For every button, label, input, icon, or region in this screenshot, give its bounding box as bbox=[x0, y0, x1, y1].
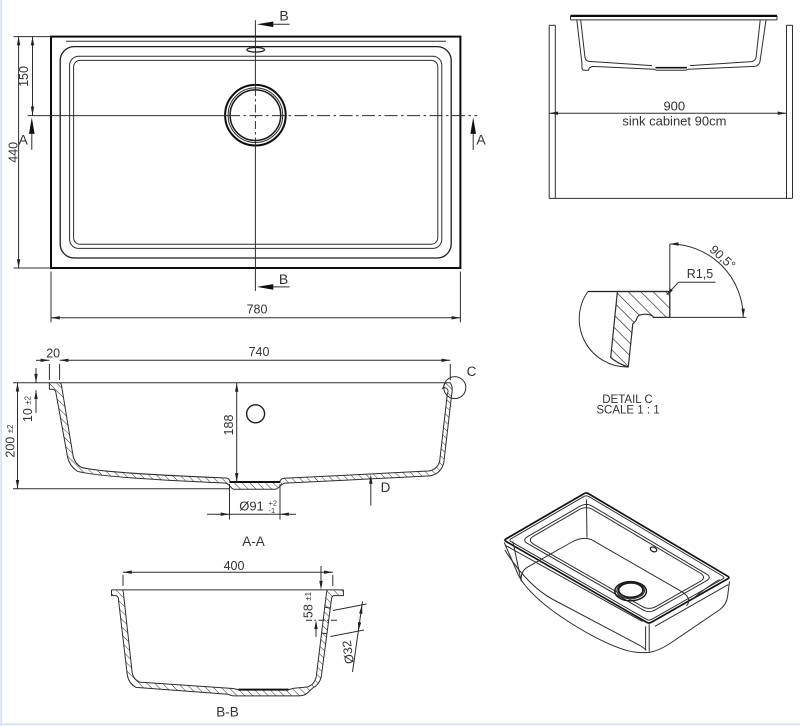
svg-text:R1,5: R1,5 bbox=[687, 267, 713, 281]
svg-text:A: A bbox=[476, 132, 486, 148]
svg-text:B: B bbox=[279, 271, 288, 287]
svg-text:440: 440 bbox=[6, 142, 20, 163]
svg-text:400: 400 bbox=[224, 559, 245, 573]
svg-text:200 ±2: 200 ±2 bbox=[3, 424, 17, 458]
svg-text:DETAIL C: DETAIL C bbox=[602, 394, 652, 406]
svg-text:SCALE 1 : 1: SCALE 1 : 1 bbox=[596, 404, 659, 416]
svg-text:+2: +2 bbox=[269, 498, 278, 507]
svg-text:740: 740 bbox=[249, 345, 270, 359]
svg-text:Ø91: Ø91 bbox=[239, 498, 264, 513]
svg-text:Ø32: Ø32 bbox=[340, 639, 357, 664]
svg-text:B-B: B-B bbox=[216, 705, 239, 720]
svg-text:B: B bbox=[279, 8, 288, 24]
svg-text:900: 900 bbox=[663, 99, 685, 114]
svg-text:sink cabinet 90cm: sink cabinet 90cm bbox=[622, 114, 726, 129]
svg-text:A-A: A-A bbox=[242, 534, 265, 549]
svg-text:C: C bbox=[467, 364, 477, 379]
svg-text:780: 780 bbox=[247, 302, 268, 316]
svg-text:150: 150 bbox=[17, 66, 31, 87]
svg-text:58 ±1: 58 ±1 bbox=[301, 591, 315, 618]
svg-text:10 ±2: 10 ±2 bbox=[21, 395, 35, 422]
svg-text:20: 20 bbox=[46, 346, 60, 360]
svg-text:A: A bbox=[19, 132, 29, 148]
svg-text:D: D bbox=[381, 480, 391, 495]
svg-text:188: 188 bbox=[222, 415, 236, 436]
svg-text:-1: -1 bbox=[269, 506, 276, 515]
